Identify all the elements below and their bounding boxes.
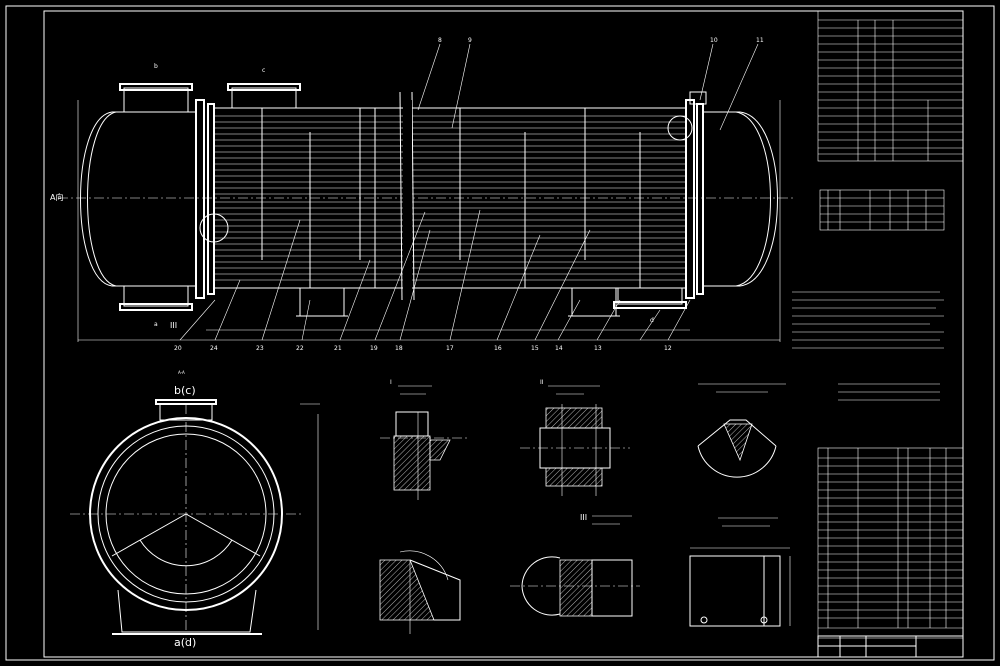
balloon-17: 17: [446, 345, 454, 352]
balloon-16: 16: [494, 345, 502, 352]
balloon-14: 14: [555, 345, 563, 352]
nozzle-table: [819, 189, 945, 231]
section-title: A-A: [178, 370, 185, 375]
bill-of-materials: [817, 447, 964, 639]
balloon-11: 11: [756, 37, 764, 44]
balloon-23: 23: [256, 345, 264, 352]
inner-frame: [43, 10, 964, 658]
nozzle-tag-b: b: [154, 63, 158, 70]
drawing-list: [838, 383, 940, 401]
main-elevation-view: A向 III d b c a 11 10 9 8 20 24 23 22 21 …: [50, 37, 795, 352]
nozzle-tag-c: c: [262, 67, 265, 74]
balloon-20: 20: [174, 345, 182, 352]
baffles: [261, 108, 641, 288]
outer-frame: [5, 5, 995, 661]
section-bc-label: b(c): [174, 384, 196, 397]
detail-2-title: II: [540, 379, 544, 386]
balloon-24: 24: [210, 345, 218, 352]
balloon-13: 13: [594, 345, 602, 352]
section-view: A-A b(c) a(d): [70, 370, 320, 649]
technical-requirements-notes: [792, 291, 944, 349]
detail-view-weld-top: [697, 383, 786, 478]
balloon-21: 21: [334, 345, 342, 352]
balloon-10: 10: [710, 37, 718, 44]
view-arrow-label: A向: [50, 192, 63, 202]
roman-label: III: [170, 321, 177, 330]
balloon-12: 12: [664, 345, 672, 352]
detail-1-title: I: [390, 379, 392, 386]
detail-view-3: III: [510, 513, 640, 617]
balloon-8: 8: [438, 37, 442, 44]
title-block: [817, 635, 964, 658]
balloon-22: 22: [296, 345, 304, 352]
leader-lines: [179, 43, 759, 341]
nozzle-tag-a: a: [154, 321, 158, 328]
balloon-18: 18: [395, 345, 403, 352]
balloon-15: 15: [531, 345, 539, 352]
section-ad-label: a(d): [174, 636, 196, 649]
detail-view-support: [689, 517, 791, 627]
detail-view-weld-bottom: [379, 550, 461, 634]
detail-view-2: II: [520, 379, 630, 496]
design-data-table: [817, 10, 964, 162]
balloon-19: 19: [370, 345, 378, 352]
detail-view-1: I: [380, 379, 470, 500]
balloon-9: 9: [468, 37, 472, 44]
detail-3-title: III: [580, 513, 587, 522]
nozzle-tag-d: d: [650, 317, 654, 324]
